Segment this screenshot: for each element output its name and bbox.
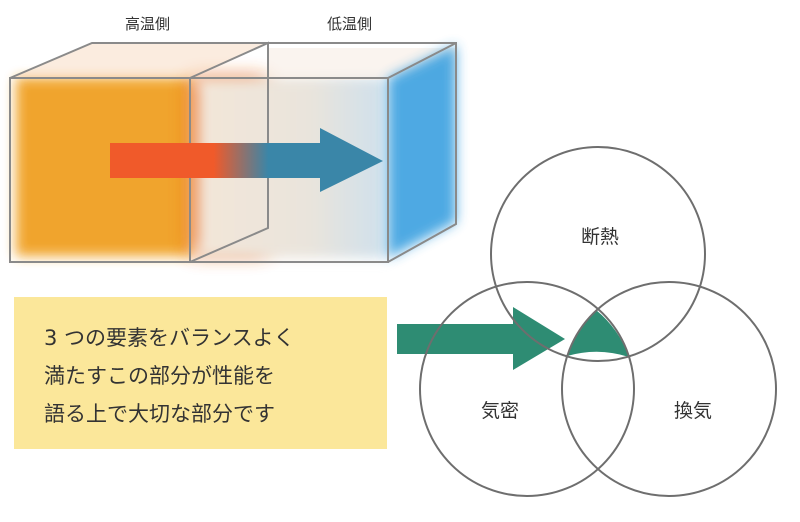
note-line-2: 満たすこの部分が性能を bbox=[44, 364, 275, 388]
note-box: 3 つの要素をバランスよく 満たすこの部分が性能を 語る上で大切な部分です bbox=[14, 297, 387, 449]
cold-side-label: 低温側 bbox=[327, 15, 373, 33]
venn-circle-left bbox=[419, 281, 635, 497]
note-line-1: 3 つの要素をバランスよく bbox=[44, 326, 295, 350]
venn-label-insulation: 断熱 bbox=[580, 226, 619, 248]
heat-flow-arrow bbox=[110, 128, 383, 192]
note-line-3: 語る上で大切な部分です bbox=[44, 402, 275, 426]
box-outlines bbox=[9, 41, 457, 263]
pointer-arrow bbox=[397, 307, 565, 370]
venn-label-ventilation: 換気 bbox=[673, 400, 712, 422]
venn-circle-top bbox=[490, 146, 706, 362]
venn-label-airtightness: 気密 bbox=[480, 400, 519, 422]
hot-side-label: 高温側 bbox=[125, 15, 171, 33]
venn-intersection bbox=[567, 310, 629, 357]
venn-circle-right bbox=[561, 281, 777, 497]
venn-circles bbox=[419, 146, 777, 497]
